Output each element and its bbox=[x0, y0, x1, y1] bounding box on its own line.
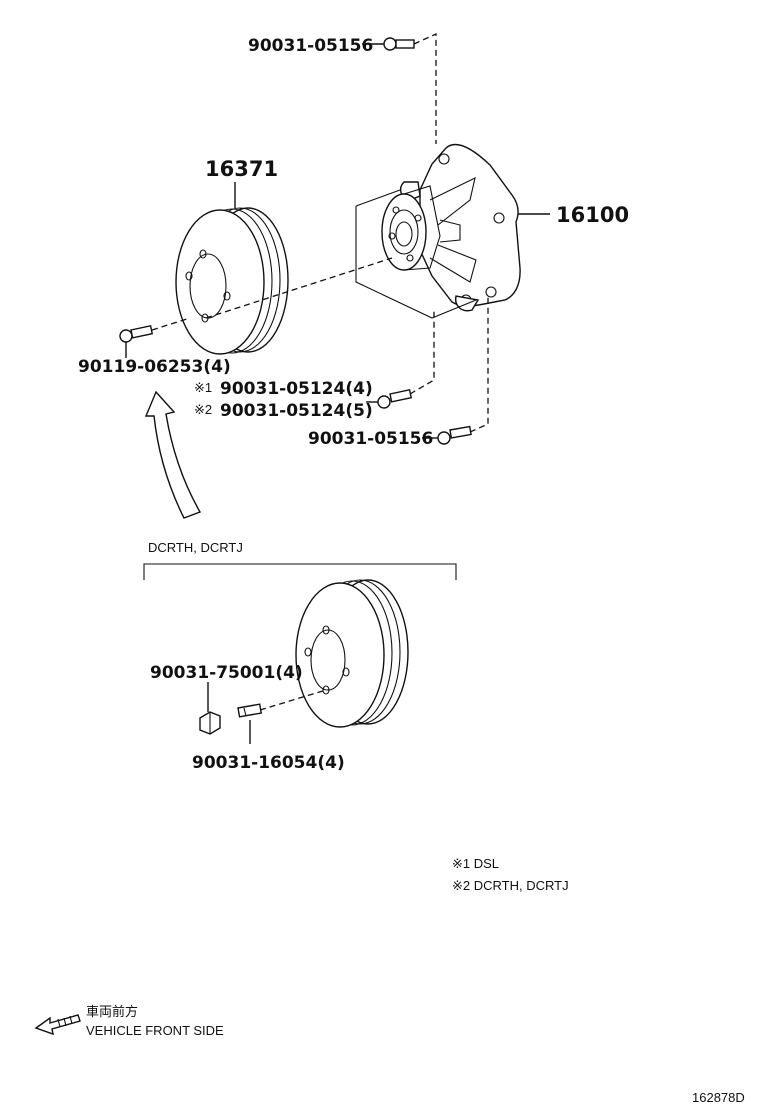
front-arrow-icon bbox=[34, 1014, 81, 1036]
marker-note2: ※2 bbox=[194, 402, 212, 417]
bolt-bottom bbox=[422, 425, 472, 445]
direction-jp: 車両前方 bbox=[86, 1004, 138, 1019]
label-pump: 16100 bbox=[556, 203, 629, 227]
variant-label: DCRTH, DCRTJ bbox=[148, 540, 243, 555]
marker-note1: ※1 bbox=[194, 380, 212, 395]
pulley-bolt bbox=[119, 325, 154, 358]
label-bolt-top: 90031-05156 bbox=[248, 36, 373, 56]
label-bolt-bottom: 90031-05156 bbox=[308, 429, 433, 449]
variant-bracket bbox=[143, 563, 457, 580]
stud bbox=[237, 703, 263, 744]
nut bbox=[199, 682, 221, 735]
detail-arrow bbox=[144, 390, 202, 519]
label-stud: 90031-16054(4) bbox=[192, 753, 345, 773]
label-bolt-mid-1: 90031-05124(4) bbox=[220, 379, 373, 399]
bolt-mid bbox=[366, 389, 413, 409]
pulley-16371 bbox=[175, 207, 289, 355]
figure-id: 162878D bbox=[692, 1090, 745, 1105]
pulley-variant bbox=[295, 579, 409, 728]
direction-en: VEHICLE FRONT SIDE bbox=[86, 1023, 224, 1038]
note-line-2: ※2 DCRTH, DCRTJ bbox=[452, 878, 569, 893]
label-pulley: 16371 bbox=[205, 157, 278, 181]
label-bolt-mid-2: 90031-05124(5) bbox=[220, 401, 373, 421]
water-pump-assembly bbox=[381, 143, 521, 312]
note-line-1: ※1 DSL bbox=[452, 856, 499, 871]
label-pulley-bolt: 90119-06253(4) bbox=[78, 357, 231, 377]
label-nut: 90031-75001(4) bbox=[150, 663, 303, 683]
